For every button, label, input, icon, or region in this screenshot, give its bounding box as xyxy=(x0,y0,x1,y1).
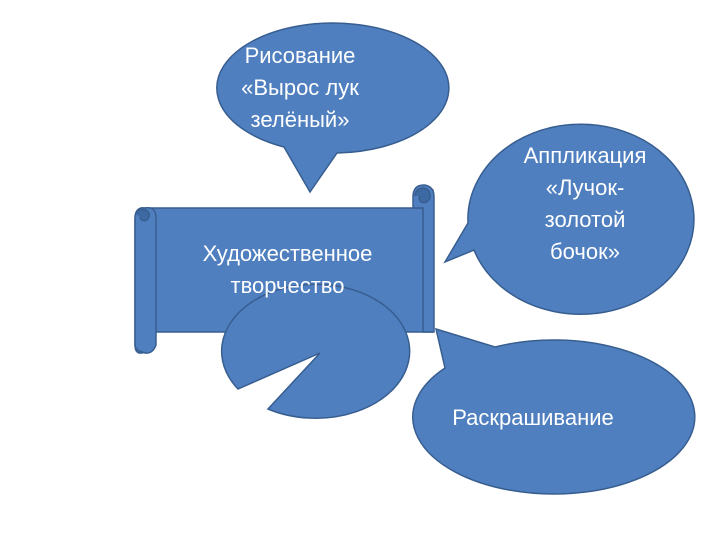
callout-applique-label: Аппликация «Лучок- золотой бочок» xyxy=(523,143,647,264)
scroll-right-roll xyxy=(412,184,435,333)
callout-drawing-label: Рисование «Вырос лук зелёный» xyxy=(241,43,359,132)
callout-drawing-shape xyxy=(216,22,450,194)
callout-applique-shape xyxy=(443,123,695,315)
callout-coloring-shape xyxy=(412,327,696,495)
callout-modeling-label: Лепка «Грядка» xyxy=(127,424,223,481)
callout-coloring-label: Раскрашивание xyxy=(452,405,614,430)
callout-modeling-shape xyxy=(220,283,411,419)
scroll-right-curl xyxy=(414,187,431,204)
center-scroll-label: Художественное творчество xyxy=(202,241,373,298)
scroll-left-curl xyxy=(135,208,150,222)
